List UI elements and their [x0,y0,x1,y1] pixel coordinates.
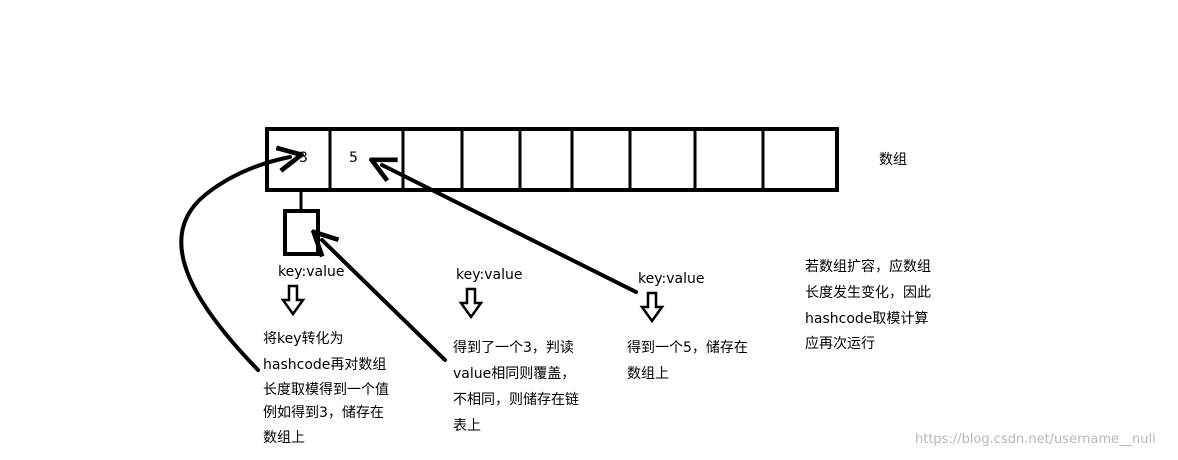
key-value-label: key:value [278,264,345,280]
note-line: 数组上 [627,366,669,382]
linked-list-node [283,209,320,256]
note-line: 将key转化为 [263,331,344,347]
down-arrow-icon [280,284,306,317]
note-line: hashcode再对数组 [263,357,387,373]
note-line: 长度取模得到一个值 [263,382,389,398]
arrow-to-cell-3 [179,157,290,372]
note-line: 若数组扩容，应数组 [805,259,931,275]
note-line: 不相同，则储存在链 [453,392,579,408]
key-value-label: key:value [456,267,523,283]
note-line: value相同则覆盖， [453,366,576,382]
array-box [265,127,839,192]
note-line: 数组上 [263,430,305,446]
note-line: 例如得到3，储存在 [263,405,384,421]
note-line: 得到了一个3，判读 [453,340,574,356]
note-line: 得到一个5，储存在 [627,340,748,356]
arrow-to-list-node [322,240,447,362]
array-cell-value: 3 [299,150,308,166]
watermark: https://blog.csdn.net/username__null [915,432,1156,447]
note-line: 表上 [453,418,481,434]
array-cell-dividers [328,129,765,190]
note-line: 长度发生变化，因此 [805,285,931,301]
key-value-label: key:value [638,271,705,287]
down-arrow-icon [458,287,484,320]
note-line: hashcode取模计算 [805,311,929,327]
array-label: 数组 [879,152,907,168]
arrow-to-cell-5 [382,165,638,294]
down-arrow-icon [639,291,665,324]
array-cell-value: 5 [349,150,358,166]
note-line: 应再次运行 [805,336,875,352]
